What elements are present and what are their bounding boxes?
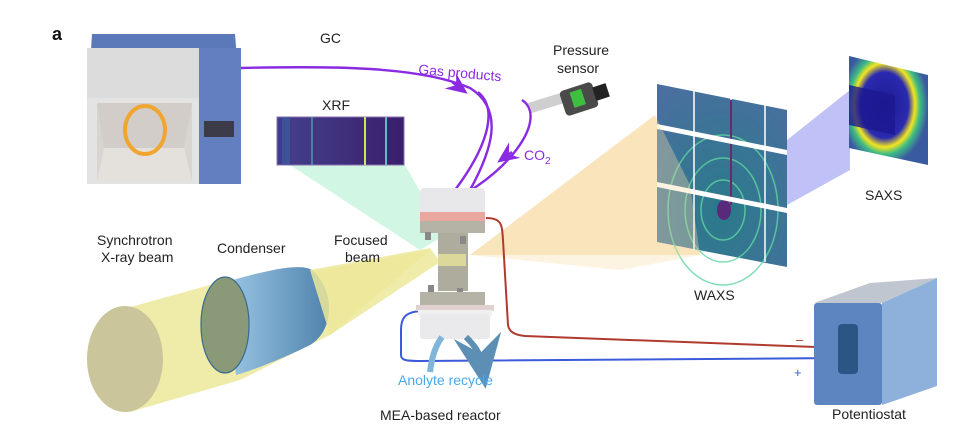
co2-subscript: 2: [545, 156, 551, 167]
potentiostat: [814, 278, 937, 405]
mea-reactor: [416, 188, 494, 339]
xrf-label: XRF: [322, 97, 350, 113]
panel-label: a: [52, 24, 63, 44]
focused-beam-label-2: beam: [345, 249, 380, 265]
waxs-scatter-cone: [470, 115, 700, 255]
condenser: [200, 267, 330, 375]
positive-wire: [400, 310, 846, 363]
gas-products-label: Gas products: [418, 61, 502, 84]
focused-beam-label-1: Focused: [334, 232, 388, 248]
anolyte-out-arrow-icon: [453, 331, 502, 389]
gc-display: [204, 121, 234, 137]
waxs-label: WAXS: [694, 287, 735, 303]
reactor-label: MEA-based reactor: [380, 407, 501, 423]
sample-ring-icon: [123, 104, 167, 156]
plus-terminal-label: +: [794, 365, 802, 380]
co2-text: CO: [524, 147, 545, 163]
beam-source-face: [87, 306, 163, 412]
xrf-spectrum: [276, 116, 405, 166]
co2-flow-arrow-icon: [497, 142, 521, 163]
saxs-detector: [849, 56, 928, 165]
synchrotron-label-2: X-ray beam: [101, 249, 173, 265]
xrf-signal-cone: [290, 165, 445, 250]
minus-terminal-label: –: [796, 332, 804, 347]
focused-beam: [310, 248, 440, 335]
pressure-sensor-label-1: Pressure: [553, 42, 609, 58]
potentiostat-label: Potentiostat: [832, 406, 906, 422]
pressure-sensor: [528, 82, 610, 116]
potentiostat-port: [838, 324, 858, 374]
co2-label: CO2: [524, 147, 551, 167]
anolyte-recycle-label: Anolyte recycle: [398, 372, 493, 388]
gas-flow-arrow-icon: [444, 73, 468, 94]
co2-feed-line: [467, 98, 532, 194]
pressure-sensor-label-2: sensor: [557, 60, 599, 76]
gc-label: GC: [320, 30, 341, 46]
condenser-label: Condenser: [217, 240, 286, 256]
saxs-beam: [787, 90, 850, 205]
synchrotron-label-1: Synchrotron: [97, 232, 172, 248]
gc-instrument: [87, 34, 241, 184]
sensor-display-icon: [569, 88, 586, 108]
anolyte-in-arrow-icon: [427, 335, 445, 373]
saxs-label: SAXS: [865, 187, 902, 203]
waxs-detector: [657, 84, 787, 286]
negative-wire: [485, 217, 844, 349]
